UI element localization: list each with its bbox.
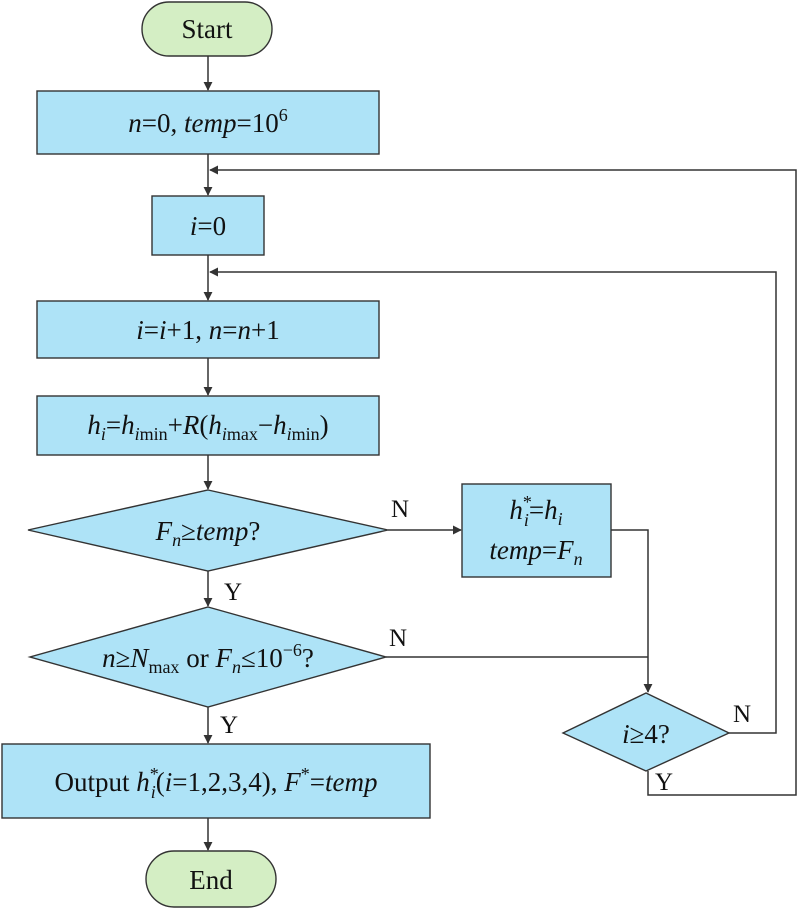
edge-label-yes-i: Y [655,769,673,796]
decision-temp-label: Fn≥temp? [155,516,261,550]
init-process: n=0, temp=106 [36,90,380,155]
end-terminal: End [145,850,277,908]
edge-label-no-temp: N [391,496,409,523]
start-label: Start [182,14,233,44]
edge-labels: N Y N Y N Y [220,496,751,796]
update-process: h*i=hi temp=Fn [461,483,612,578]
edge-update-to-decision-i [611,529,653,693]
start-terminal: Start [141,1,273,57]
reset-i-label: i=0 [190,211,226,241]
edge-decision-i-no-loop [209,267,777,734]
decision-i-label: i≥4? [622,719,670,749]
decision-i: i≥4? [561,692,731,772]
increment-label: i=i+1, n=n+1 [136,315,279,345]
update-line-2: temp=Fn [489,535,582,569]
init-label: n=0, temp=106 [128,105,287,138]
end-label: End [189,865,233,895]
edge-label-yes-stop: Y [220,712,238,739]
increment-process: i=i+1, n=n+1 [36,300,380,359]
reset-i-process: i=0 [151,195,265,256]
decision-stop-label: n≥Nmax or Fn≤10−6? [102,640,314,677]
decision-temp: Fn≥temp? [27,489,389,572]
edge-decision-i-yes-loop [209,165,797,796]
update-line-1: h*i=hi [509,492,562,530]
random-h-label: hi=himin+R(himax−himin) [87,410,328,444]
output-process: Output h*i(i=1,2,3,4), F*=temp [1,743,431,819]
edge-label-no-stop: N [389,625,407,652]
edges [203,56,797,851]
decision-stop: n≥Nmax or Fn≤10−6? [27,606,389,708]
edge-label-no-i: N [733,701,751,728]
output-label: Output h*i(i=1,2,3,4), F*=temp [55,764,378,802]
random-h-process: hi=himin+R(himax−himin) [36,395,380,456]
edge-label-yes-temp: Y [224,579,242,606]
